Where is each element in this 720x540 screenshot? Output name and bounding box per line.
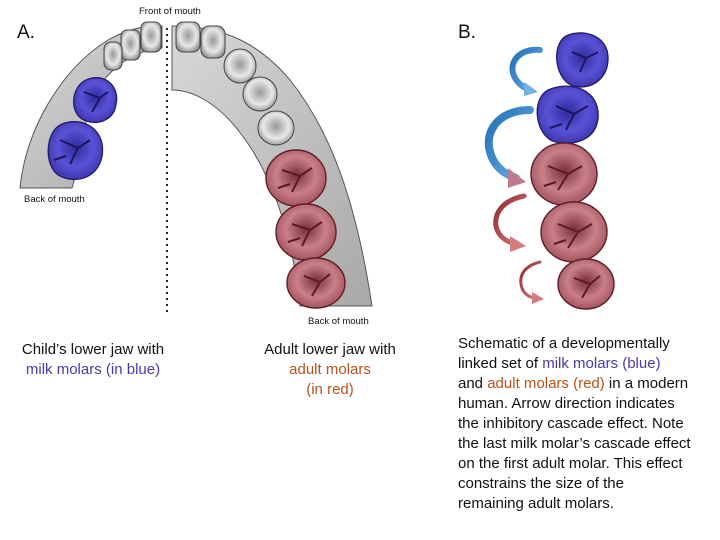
child-milk-molar [47,121,104,181]
schematic-milk-molar [536,85,599,144]
child-front-teeth [103,21,162,71]
front-of-mouth-label: Front of mouth [139,6,201,17]
caption-text: and [458,375,488,392]
schematic-caption-line: remaining adult molars. [458,495,614,512]
cascade-arrow-blue [509,46,543,96]
schematic-caption-line: the last milk molar’s cascade effect [458,435,691,452]
adult-caption-line-3: (in red) [306,381,354,398]
adult-molar [275,203,337,261]
caption-text: linked set of [458,355,543,372]
child-milk-molar [73,77,118,123]
child-jaw-caption: Child’s lower jaw with milk molars (in b… [0,340,186,380]
child-caption-line-2: milk molars (in blue) [25,361,161,378]
child-caption-line-1: Child’s lower jaw with [21,341,165,358]
cascade-arrow-blue [484,106,534,188]
cascade-arrow-red [493,193,527,252]
adult-front-teeth [175,21,295,146]
back-of-mouth-label-right: Back of mouth [308,316,369,327]
caption-text: in a modern [604,375,689,392]
schematic-adult-molar [530,142,598,206]
adult-molar [265,149,327,207]
caption-adult-molars-term: adult molars (red) [487,375,605,392]
schematic-caption-line: on the first adult molar. This effect [458,455,683,472]
panel-a-label: A. [17,22,35,43]
adult-jaw-caption: Adult lower jaw with adult molars (in re… [236,340,424,400]
adult-caption-line-2: adult molars [289,361,371,378]
schematic-caption-line: human. Arrow direction indicates [458,395,675,412]
schematic-caption-line: constrains the size of the [458,475,624,492]
child-jaw [19,21,163,189]
schematic-caption: Schematic of a developmentally linked se… [458,334,720,514]
schematic-caption-line: linked set of milk molars (blue) [458,354,720,374]
schematic-caption-line: the inhibitory cascade effect. Note [458,415,684,432]
cascade-arrow-red [519,260,544,304]
adult-jaw [171,21,373,309]
adult-caption-line-1: Adult lower jaw with [264,341,396,358]
schematic-adult-molar [540,201,608,263]
schematic-adult-molar [557,258,615,310]
schematic-caption-line: Schematic of a developmentally [458,335,670,352]
panel-b-label: B. [458,22,476,43]
adult-molar [286,257,346,309]
back-of-mouth-label-left: Back of mouth [24,194,85,205]
schematic-caption-line: and adult molars (red) in a modern [458,374,720,394]
schematic-milk-molar [556,32,609,88]
caption-milk-molars-term: milk molars (blue) [542,355,661,372]
